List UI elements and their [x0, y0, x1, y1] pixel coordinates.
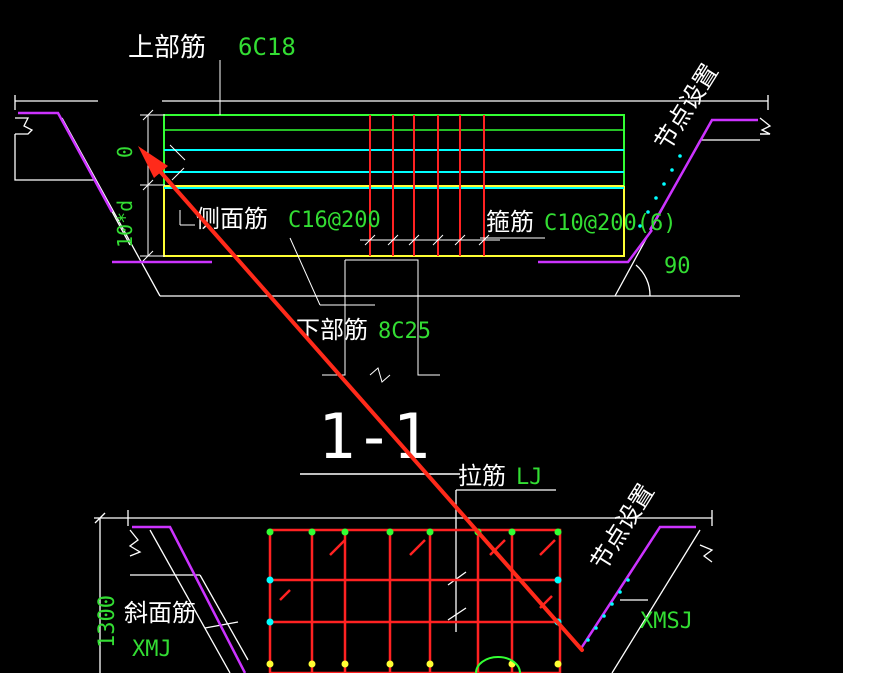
top-bar-value: 6C18	[238, 33, 296, 61]
bottom-rebar-dots-green	[266, 528, 562, 536]
bottom-rebar-dots-yellow	[266, 660, 562, 668]
dim-1300: 1300	[95, 595, 120, 648]
dim-10d: 10*d	[113, 200, 137, 248]
slope-bar-value: XMJ	[132, 637, 172, 662]
side-bar-label: 侧面筋	[196, 205, 268, 233]
stirrup-label: 箍筋	[486, 208, 534, 236]
cad-canvas-background	[0, 0, 843, 673]
top-beam-rebar-cage	[163, 114, 625, 257]
top-slope-dots	[638, 154, 682, 228]
annotation-arrow-icon	[138, 146, 584, 652]
top-slope-rebars	[18, 111, 758, 264]
top-dimension-lines	[140, 60, 545, 383]
side-bar-value: C16@200	[288, 208, 381, 233]
top-bar-label: 上部筋	[128, 33, 206, 63]
bottom-trough-outline	[94, 489, 714, 673]
bottom-bar-value: 8C25	[378, 319, 431, 344]
tie-label: 拉筋	[458, 462, 506, 490]
bottom-node-setting: 节点设置	[585, 479, 660, 575]
top-node-setting: 节点设置	[649, 59, 724, 155]
bottom-slope-rebars	[132, 525, 696, 673]
section-title: 1-1	[318, 400, 430, 473]
angle-90: 90	[664, 254, 691, 279]
slope-bar-label: 斜面筋	[124, 599, 196, 627]
tie-value: LJ	[516, 465, 543, 490]
bottom-green-arc	[475, 656, 521, 673]
bottom-slope-dots	[586, 578, 630, 642]
bottom-rebar-cage	[268, 528, 562, 673]
xmsj-value: XMSJ	[640, 609, 693, 634]
stirrup-value: C10@200(6)	[544, 211, 676, 236]
dim-zero: 0	[113, 146, 137, 158]
